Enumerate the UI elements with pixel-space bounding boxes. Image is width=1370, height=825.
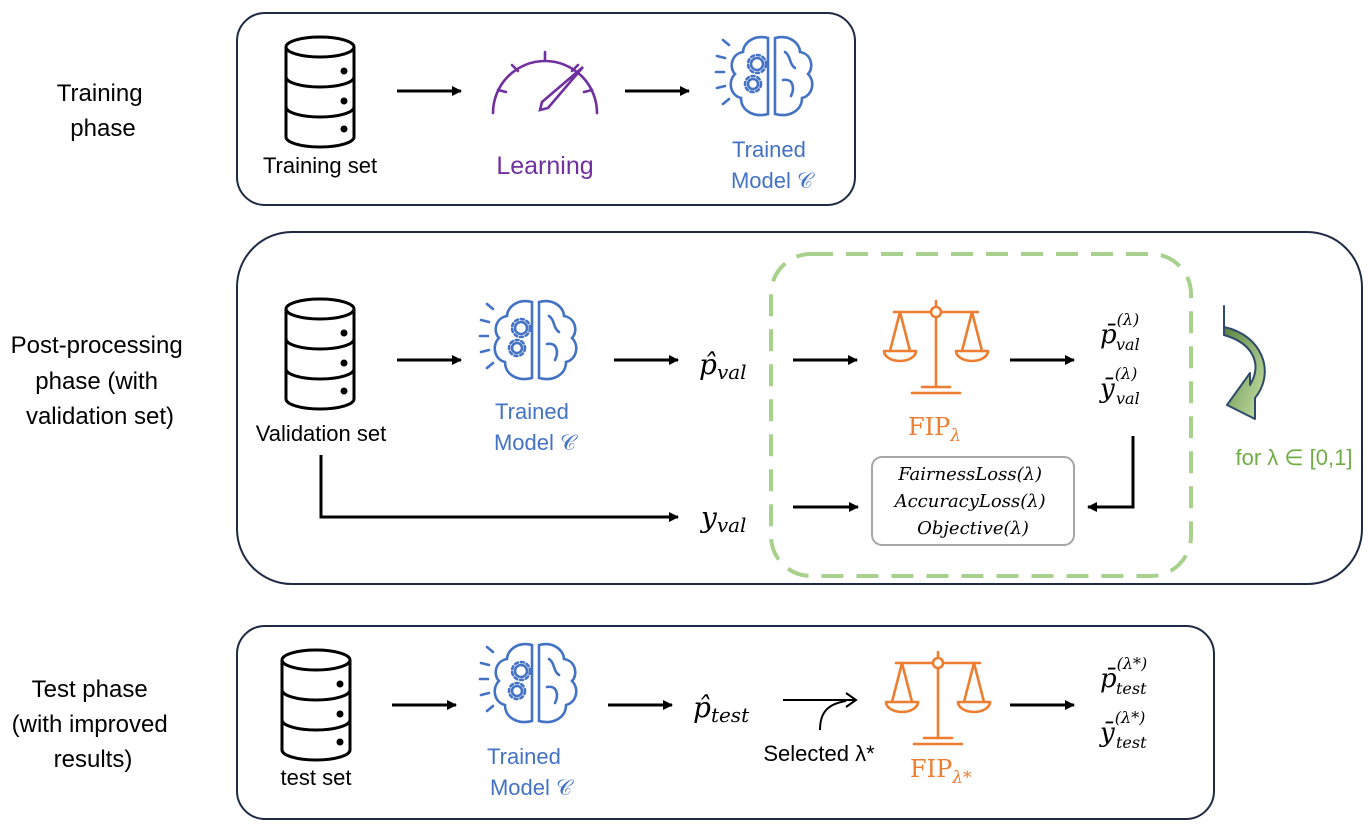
post-phase-box — [236, 231, 1363, 585]
test-phase-label: Test phase (with improved results) — [12, 676, 175, 773]
pbar-lambda-star-test-symbol: p̄(λ*)test — [1100, 654, 1147, 698]
optimization-loop-region — [769, 252, 1193, 578]
phat-val-symbol: p̂val — [699, 348, 747, 384]
lambda-range-label: for λ ∈ [0,1] — [1236, 445, 1353, 470]
training-phase-label: Training phase — [57, 80, 150, 142]
arrow-validation-to-yval — [319, 455, 679, 522]
loss-box — [871, 456, 1075, 546]
test-phase-box — [236, 625, 1215, 820]
ybar-lambda-star-test-symbol: ȳ(λ*)test — [1099, 708, 1147, 752]
training-set-label: Training set — [263, 153, 377, 178]
loss-text: FairnessLoss(λ) AccuracyLoss(λ) Objectiv… — [893, 464, 1052, 539]
trained-model-label: Trained Model 𝒞 — [494, 399, 578, 455]
selected-lambda-arrow — [783, 692, 858, 708]
y-val-symbol: yval — [699, 501, 746, 537]
pbar-lambda-val-symbol: p̄(λ)val — [1100, 310, 1140, 354]
phat-test-symbol: p̂test — [693, 691, 750, 727]
loop-curved-arrow-icon — [1223, 305, 1266, 420]
trained-model-label: Trained Model 𝒞 — [731, 137, 815, 193]
trained-model-label: Trained Model 𝒞 — [487, 744, 574, 800]
arrow-outputs-to-loss — [1087, 436, 1135, 512]
fip-lambda-star-label: FIPλ* — [910, 755, 972, 788]
validation-set-label: Validation set — [256, 421, 386, 446]
test-set-label: test set — [281, 765, 352, 790]
training-set-database-icon — [284, 35, 356, 149]
selected-lambda-label: Selected λ* — [763, 741, 875, 766]
learning-label: Learning — [496, 152, 593, 180]
validation-set-database-icon — [284, 297, 356, 411]
post-phase-label: Post-processing phase (with validation s… — [11, 332, 190, 430]
fip-lambda-label: FIPλ — [908, 413, 961, 446]
speedometer-icon — [491, 50, 599, 115]
ybar-lambda-val-symbol: ȳ(λ)val — [1099, 364, 1140, 408]
selected-lambda-hook — [819, 700, 847, 731]
test-set-database-icon — [280, 648, 352, 762]
